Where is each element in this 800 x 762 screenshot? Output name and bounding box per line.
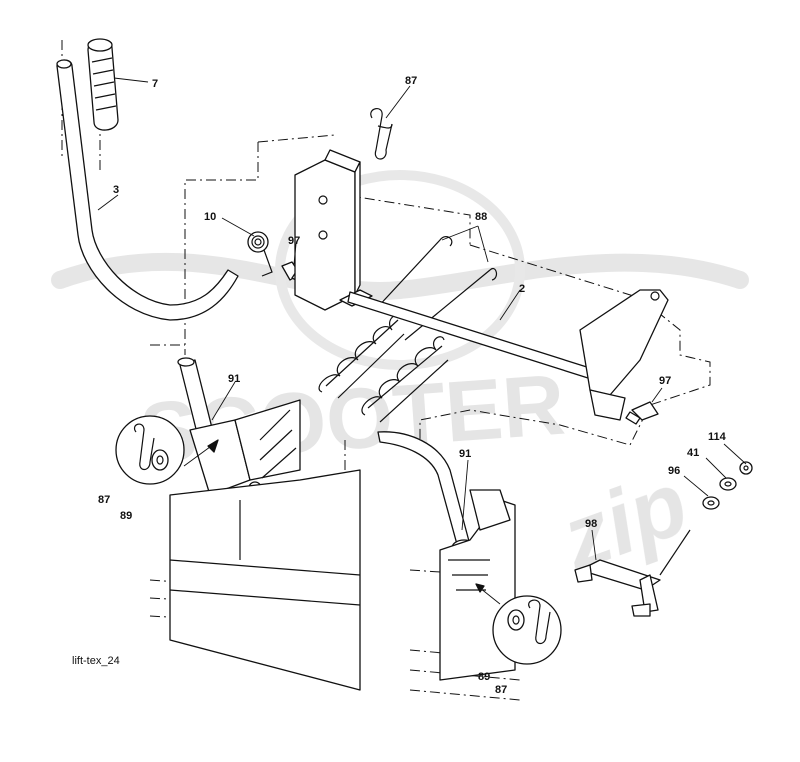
detail-circle-left xyxy=(115,415,219,485)
callout-3: 3 xyxy=(113,184,119,196)
spring-coil-right xyxy=(361,336,449,423)
callout-89-right: 89 xyxy=(478,671,490,683)
callout-87-bottom: 87 xyxy=(495,684,507,696)
callout-91-right: 91 xyxy=(459,448,471,460)
detail-circle-right xyxy=(475,583,562,665)
part-10-torsion-spring xyxy=(247,231,273,277)
watermark: SCOOTER zip xyxy=(51,170,749,590)
part-87-hairpin-clip-top xyxy=(370,108,393,160)
part-3-lift-lever xyxy=(56,59,239,321)
washers-group xyxy=(702,461,753,510)
callout-41: 41 xyxy=(687,447,699,459)
callout-98: 98 xyxy=(585,518,597,530)
callout-2: 2 xyxy=(519,283,525,295)
callout-96: 96 xyxy=(668,465,680,477)
part-98-rod-assembly xyxy=(574,529,691,617)
callout-10: 10 xyxy=(204,211,216,223)
part-2-lift-shaft xyxy=(347,289,669,421)
left-deck-panel xyxy=(169,469,361,691)
leader-lines xyxy=(97,77,747,561)
callout-97-right: 97 xyxy=(659,375,671,387)
callout-labels: 7 3 10 97 87 88 2 91 97 87 89 114 41 96 … xyxy=(98,75,727,696)
part-97-bolt-right xyxy=(625,401,659,425)
left-deck-hanger xyxy=(189,399,301,496)
spring-coil-left xyxy=(318,314,405,399)
callout-88: 88 xyxy=(475,211,487,223)
callout-7: 7 xyxy=(152,78,158,90)
callout-114: 114 xyxy=(708,431,727,443)
callout-91-left: 91 xyxy=(228,373,240,385)
part-7-handle-grip xyxy=(87,38,119,131)
callout-89-left: 89 xyxy=(120,510,132,522)
callout-87-left: 87 xyxy=(98,494,110,506)
diagram-caption: lift-tex_24 xyxy=(72,655,120,667)
callout-97-upper: 97 xyxy=(288,235,300,247)
callout-87-top: 87 xyxy=(405,75,417,87)
